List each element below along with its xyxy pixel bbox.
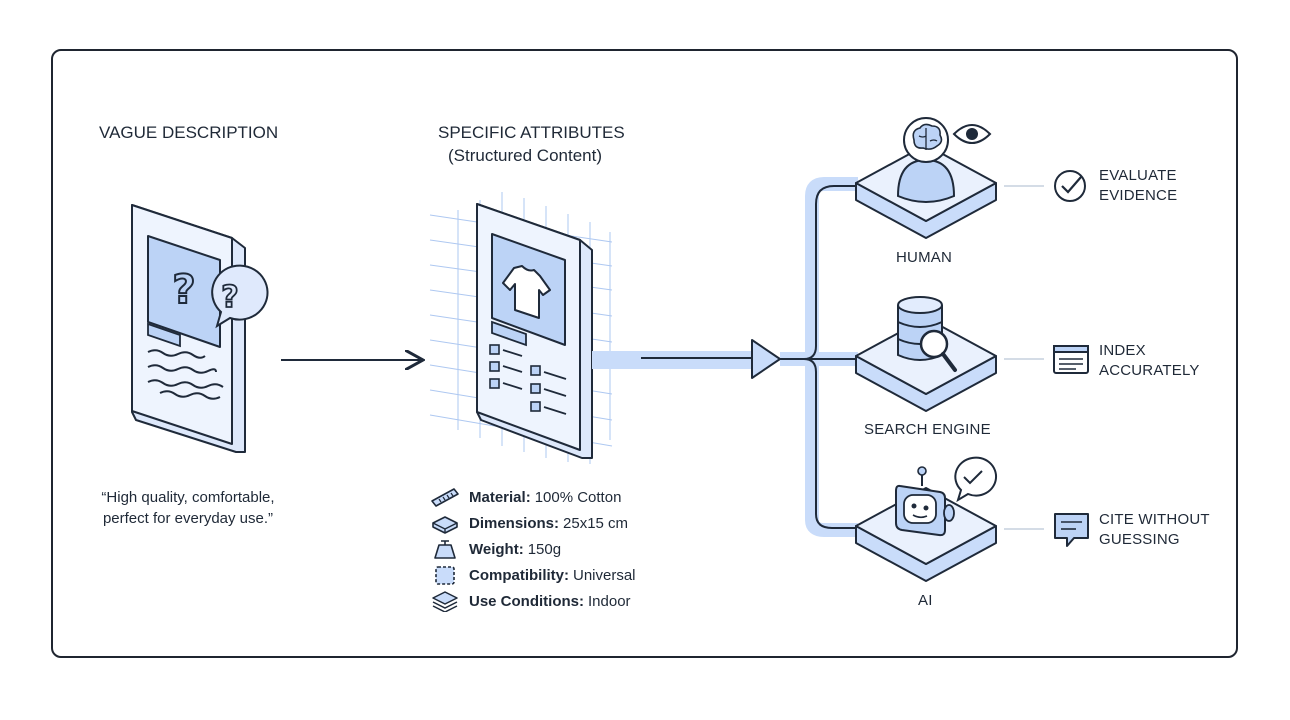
vague-heading: VAGUE DESCRIPTION (99, 123, 279, 142)
platform-ai (855, 456, 998, 582)
vague-document-illustration: ? ? (131, 204, 269, 453)
outcome-line: GUESSING (1099, 531, 1180, 548)
svg-text:?: ? (221, 280, 238, 315)
attribute-row: Dimensions: 25x15 cm (430, 512, 628, 534)
specific-subheading: (Structured Content) (448, 146, 603, 165)
window-icon (1053, 345, 1089, 374)
platform-search-engine (855, 296, 997, 412)
weight-icon (434, 540, 456, 559)
target-label-human: HUMAN (896, 249, 952, 266)
vague-quote: “High quality, comfortable, perfect for … (78, 487, 298, 529)
outcome-cite-without-guessing: CITE WITHOUT GUESSING (1099, 510, 1210, 550)
vague-quote-line2: perfect for everyday use.” (102, 510, 274, 527)
puzzle-icon (435, 566, 455, 585)
question-bubble-icon: ? (211, 264, 269, 329)
outcome-evaluate-evidence: EVALUATE EVIDENCE (1099, 166, 1177, 206)
target-label-search-engine: SEARCH ENGINE (864, 421, 991, 438)
outcome-index-accurately: INDEX ACCURATELY (1099, 341, 1200, 381)
chat-check-icon (954, 456, 998, 503)
attribute-key: Material: (469, 488, 531, 506)
eye-icon (952, 124, 992, 144)
attribute-key: Weight: (469, 540, 524, 558)
attribute-key: Dimensions: (469, 514, 560, 532)
person-brain-icon (896, 117, 956, 203)
outcome-line: ACCURATELY (1099, 362, 1200, 379)
outcome-connectors (1004, 185, 1044, 530)
attribute-key: Use Conditions: (469, 592, 584, 610)
svg-text:?: ? (172, 267, 195, 313)
attribute-value: Indoor (588, 592, 631, 610)
chat-icon (1054, 513, 1089, 547)
robot-icon (895, 466, 955, 537)
ruler-icon (431, 488, 459, 507)
branch-connectors (780, 177, 858, 537)
attribute-row: Use Conditions: Indoor (430, 590, 631, 612)
target-label-ai: AI (918, 592, 933, 609)
box-icon (432, 516, 458, 534)
attribute-value: Universal (573, 566, 636, 584)
structured-document-illustration (429, 192, 613, 464)
check-circle-icon (1054, 170, 1086, 202)
attribute-value: 25x15 cm (563, 514, 629, 532)
outcome-line: CITE WITHOUT (1099, 511, 1210, 528)
flow-arrow (592, 339, 781, 379)
specific-heading: SPECIFIC ATTRIBUTES (438, 123, 625, 142)
outcome-line: EVIDENCE (1099, 187, 1178, 204)
attribute-row: Weight: 150g (430, 538, 561, 560)
attribute-key: Compatibility: (469, 566, 569, 584)
diagram-frame (51, 49, 1238, 658)
attribute-value: 150g (527, 540, 562, 558)
attribute-row: Material: 100% Cotton (430, 486, 621, 508)
outcome-line: EVALUATE (1099, 167, 1177, 184)
attribute-value: 100% Cotton (534, 488, 622, 506)
platform-human (855, 117, 997, 239)
vague-quote-line1: “High quality, comfortable, (101, 489, 275, 506)
tshirt-icon (502, 265, 551, 319)
attribute-row: Compatibility: Universal (430, 564, 636, 586)
outcome-line: INDEX (1099, 342, 1146, 359)
layers-icon (432, 591, 458, 612)
magnifier-icon (919, 329, 957, 372)
